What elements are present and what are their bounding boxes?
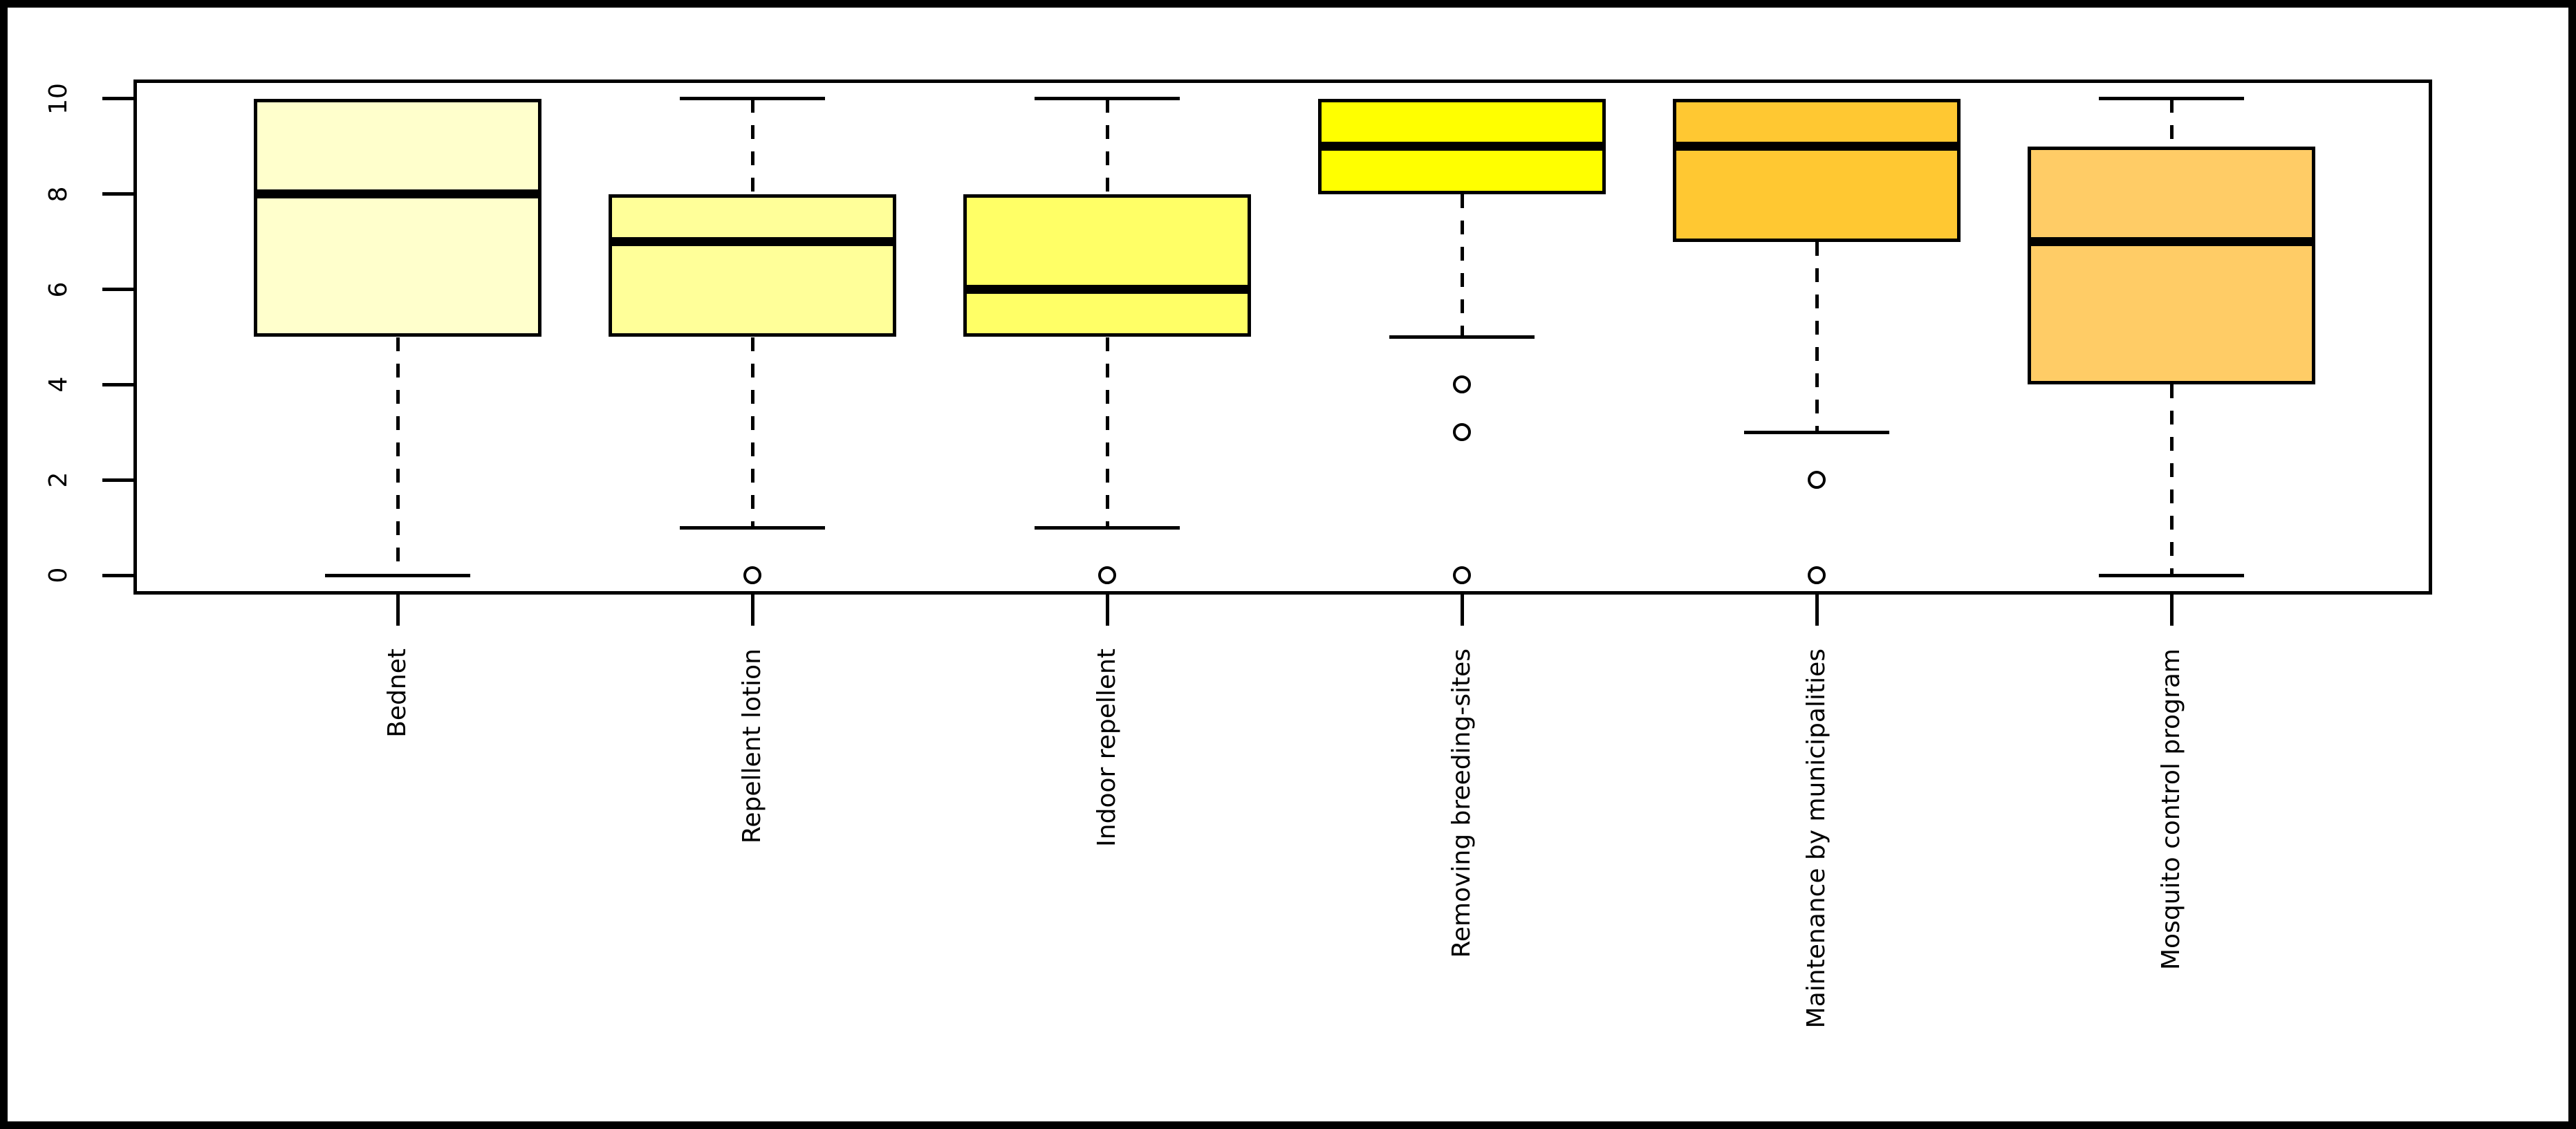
category-label: Repellent lotion <box>738 649 767 844</box>
y-axis-tick-label: 2 <box>44 472 73 488</box>
lower-whisker-cap <box>680 525 826 530</box>
y-axis-tick-label: 8 <box>44 186 73 202</box>
lower-whisker-line <box>750 337 754 528</box>
lower-whisker-cap <box>325 573 471 577</box>
category-label: Removing breeding-sites <box>1447 649 1476 958</box>
lower-whisker-line <box>1815 241 1819 433</box>
upper-whisker-cap <box>2099 97 2245 101</box>
y-axis-tick-label: 10 <box>44 82 73 115</box>
lower-whisker-cap <box>1744 430 1890 434</box>
upper-whisker-line <box>2169 98 2174 147</box>
upper-whisker-cap <box>1035 97 1180 101</box>
y-axis-tick <box>102 573 133 577</box>
lower-whisker-line <box>2169 384 2174 576</box>
lower-whisker-line <box>1105 337 1109 528</box>
outlier-point <box>1808 471 1826 489</box>
x-axis-tick <box>2169 595 2174 626</box>
outlier-point <box>1453 375 1472 394</box>
lower-whisker-line <box>396 337 400 576</box>
median-line <box>963 285 1252 295</box>
y-axis-tick <box>102 478 133 482</box>
lower-whisker-cap <box>1035 525 1180 530</box>
y-axis-tick-label: 4 <box>44 377 73 393</box>
x-axis-tick <box>750 595 754 626</box>
median-line <box>609 237 897 247</box>
outlier-point <box>1098 566 1117 585</box>
iqr-box <box>609 194 897 337</box>
outlier-point <box>743 566 762 585</box>
category-label: Maintenance by municipalities <box>1802 649 1831 1029</box>
category-label: Indoor repellent <box>1093 649 1122 847</box>
iqr-box <box>2028 146 2316 385</box>
x-axis-tick <box>396 595 400 626</box>
x-axis-tick <box>1105 595 1109 626</box>
iqr-box <box>1673 98 1961 242</box>
median-line <box>2028 237 2316 247</box>
outlier-point <box>1453 566 1472 585</box>
lower-whisker-cap <box>1389 335 1535 339</box>
outlier-point <box>1808 566 1826 585</box>
upper-whisker-line <box>1105 98 1109 194</box>
median-line <box>254 189 542 199</box>
upper-whisker-line <box>750 98 754 194</box>
upper-whisker-cap <box>680 97 826 101</box>
y-axis-tick-label: 6 <box>44 281 73 297</box>
category-label: Mosquito control program <box>2157 649 2186 970</box>
outlier-point <box>1453 423 1472 442</box>
y-axis-tick <box>102 382 133 386</box>
x-axis-tick <box>1460 595 1464 626</box>
lower-whisker-line <box>1460 194 1464 337</box>
iqr-box <box>963 194 1252 337</box>
iqr-box <box>254 98 542 337</box>
y-axis-tick-label: 0 <box>44 567 73 584</box>
y-axis-tick <box>102 288 133 292</box>
y-axis-tick <box>102 192 133 196</box>
category-label: Bednet <box>383 649 412 738</box>
median-line <box>1318 142 1606 151</box>
median-line <box>1673 142 1961 151</box>
x-axis-tick <box>1815 595 1819 626</box>
lower-whisker-cap <box>2099 573 2245 577</box>
y-axis-tick <box>102 97 133 101</box>
